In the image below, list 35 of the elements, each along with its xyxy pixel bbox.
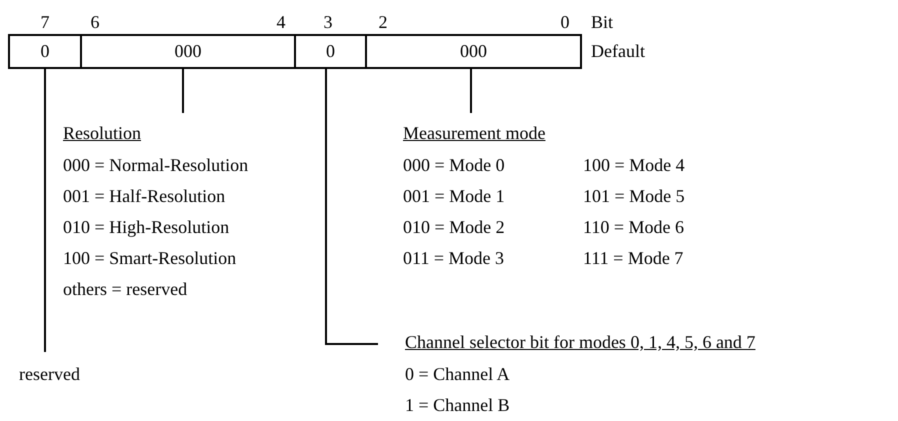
- bit-number: 3: [324, 11, 332, 33]
- value-description: 101 = Mode 5: [583, 185, 685, 208]
- bit-number: 4: [276, 11, 286, 33]
- leader-line: [325, 69, 378, 345]
- row-label: Bit: [591, 11, 614, 33]
- bit-number: 7: [40, 11, 50, 33]
- value-description: 011 = Mode 3: [403, 247, 505, 270]
- field-heading: Channel selector bit for modes 0, 1, 4, 5, 6 and 7: [405, 331, 756, 354]
- bit-field: 0: [8, 34, 82, 69]
- value-description: 0 = Channel A: [405, 363, 511, 386]
- bit-number: 2: [378, 11, 388, 33]
- leader-line: [470, 69, 472, 113]
- bit-field: 0: [294, 34, 367, 69]
- value-description: 010 = Mode 2: [403, 216, 506, 239]
- bit-field: 000: [365, 34, 582, 69]
- leader-line: [182, 69, 184, 113]
- value-description: 001 = Half-Resolution: [63, 185, 226, 208]
- bit-field: 000: [80, 34, 296, 69]
- value-description: 010 = High-Resolution: [63, 216, 230, 239]
- bit-number: 6: [90, 11, 100, 33]
- value-description: 100 = Smart-Resolution: [63, 247, 238, 270]
- value-description: 111 = Mode 7: [583, 247, 684, 270]
- field-description: reserved: [19, 364, 80, 384]
- value-description: 110 = Mode 6: [583, 216, 685, 239]
- field-heading: Measurement mode: [403, 122, 546, 145]
- leader-line: [44, 69, 46, 352]
- bit-number: 0: [560, 11, 570, 33]
- value-description: 1 = Channel B: [405, 394, 511, 417]
- value-description: 000 = Normal-Resolution: [63, 154, 248, 177]
- value-description: others = reserved: [63, 278, 188, 301]
- value-description: 100 = Mode 4: [583, 154, 685, 177]
- row-label: Default: [591, 40, 645, 62]
- value-description: 001 = Mode 1: [403, 185, 506, 208]
- value-description: 000 = Mode 0: [403, 154, 506, 177]
- field-heading: Resolution: [63, 122, 142, 145]
